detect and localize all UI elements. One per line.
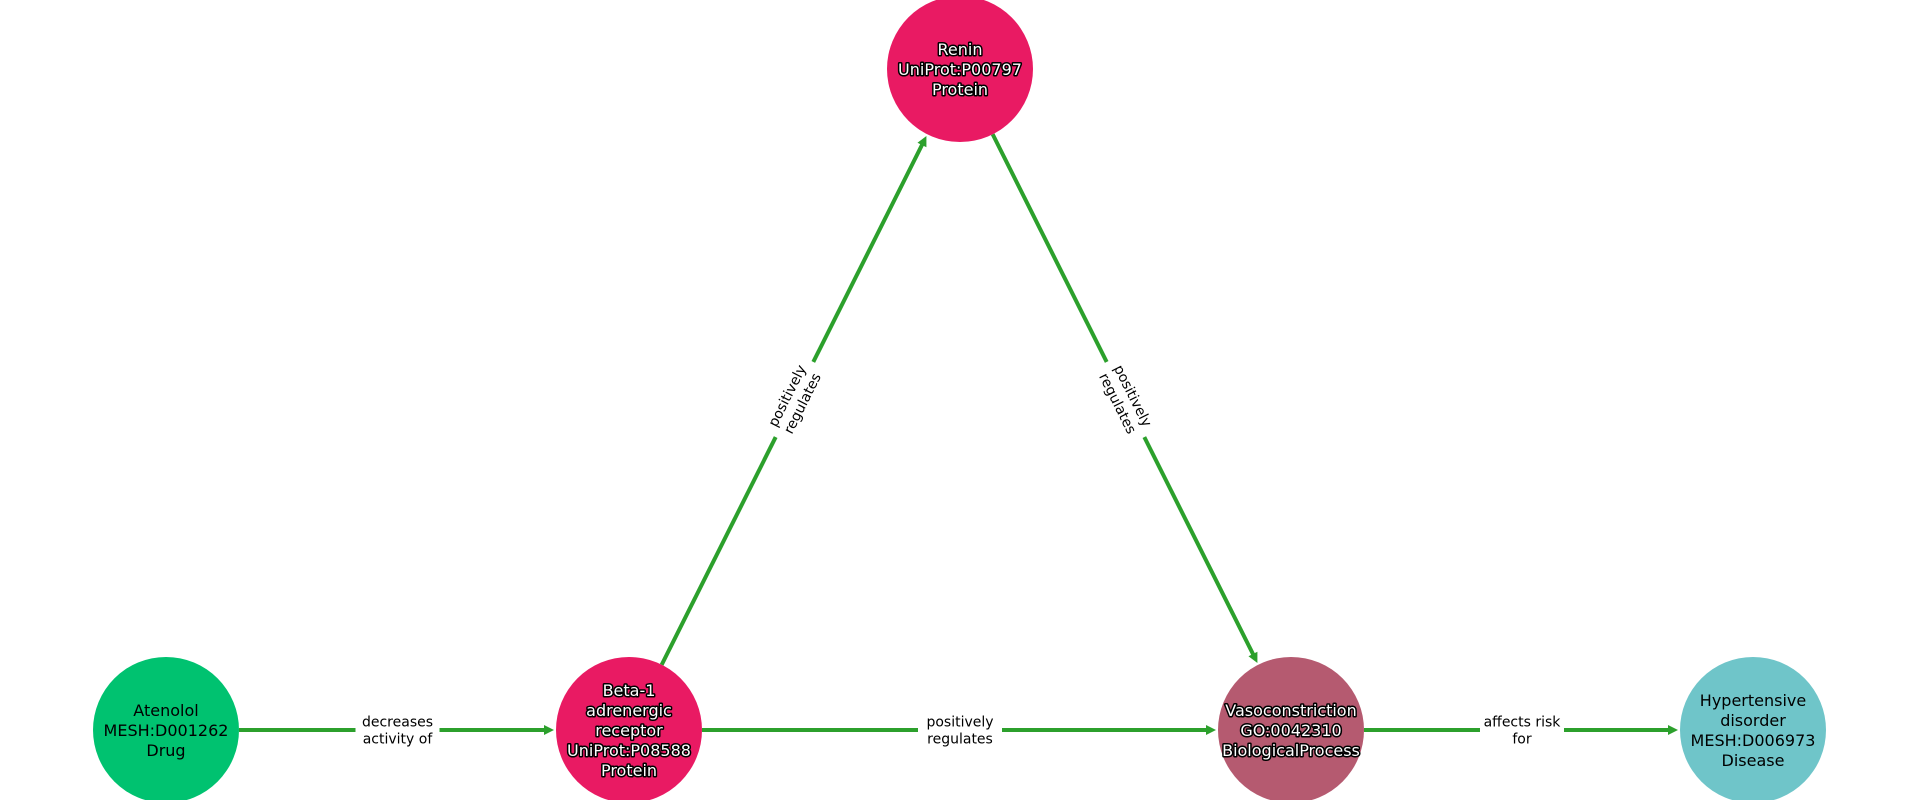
node-circle[interactable] — [1218, 657, 1364, 800]
node-label-line: GO:0042310 — [1240, 721, 1341, 740]
edge-label-line: for — [1512, 732, 1531, 748]
node-vaso[interactable]: VasoconstrictionGO:0042310BiologicalProc… — [1218, 657, 1364, 800]
arrowhead-icon — [1668, 725, 1678, 735]
node-label-line: receptor — [595, 721, 663, 740]
node-label-line: Protein — [601, 761, 657, 780]
arrowhead-icon — [1248, 651, 1258, 663]
edge-label-line: positively — [926, 715, 993, 731]
node-label-line: Beta-1 — [603, 681, 656, 700]
arrowhead-icon — [544, 725, 554, 735]
node-label-line: BiologicalProcess — [1222, 741, 1360, 760]
arrowhead-icon — [917, 136, 927, 148]
edge-label-line: regulates — [927, 732, 993, 748]
node-label-line: Drug — [146, 741, 185, 760]
node-label-line: Protein — [932, 80, 988, 99]
edge-label-line: activity of — [363, 732, 434, 748]
node-circle[interactable] — [93, 657, 239, 800]
node-label-line: adrenergic — [586, 701, 672, 720]
node-label-line: Vasoconstriction — [1225, 701, 1356, 720]
node-beta1[interactable]: Beta-1adrenergicreceptorUniProt:P08588Pr… — [556, 657, 702, 800]
node-label-line: UniProt:P00797 — [898, 60, 1022, 79]
node-circle[interactable] — [1680, 657, 1826, 800]
node-label-line: Hypertensive — [1700, 691, 1806, 710]
edge-label-line: decreases — [362, 715, 433, 731]
node-label-line: MESH:D001262 — [104, 721, 229, 740]
node-label-line: Atenolol — [133, 701, 198, 720]
node-label-line: disorder — [1720, 711, 1786, 730]
node-label-line: MESH:D006973 — [1691, 731, 1816, 750]
edge-label-line: affects risk — [1484, 715, 1562, 731]
node-circle[interactable] — [887, 0, 1033, 142]
node-label-line: Renin — [938, 40, 983, 59]
arrowhead-icon — [1206, 725, 1216, 735]
node-circle[interactable] — [556, 657, 702, 800]
node-label-line: Disease — [1722, 751, 1785, 770]
node-label-line: UniProt:P08588 — [567, 741, 691, 760]
